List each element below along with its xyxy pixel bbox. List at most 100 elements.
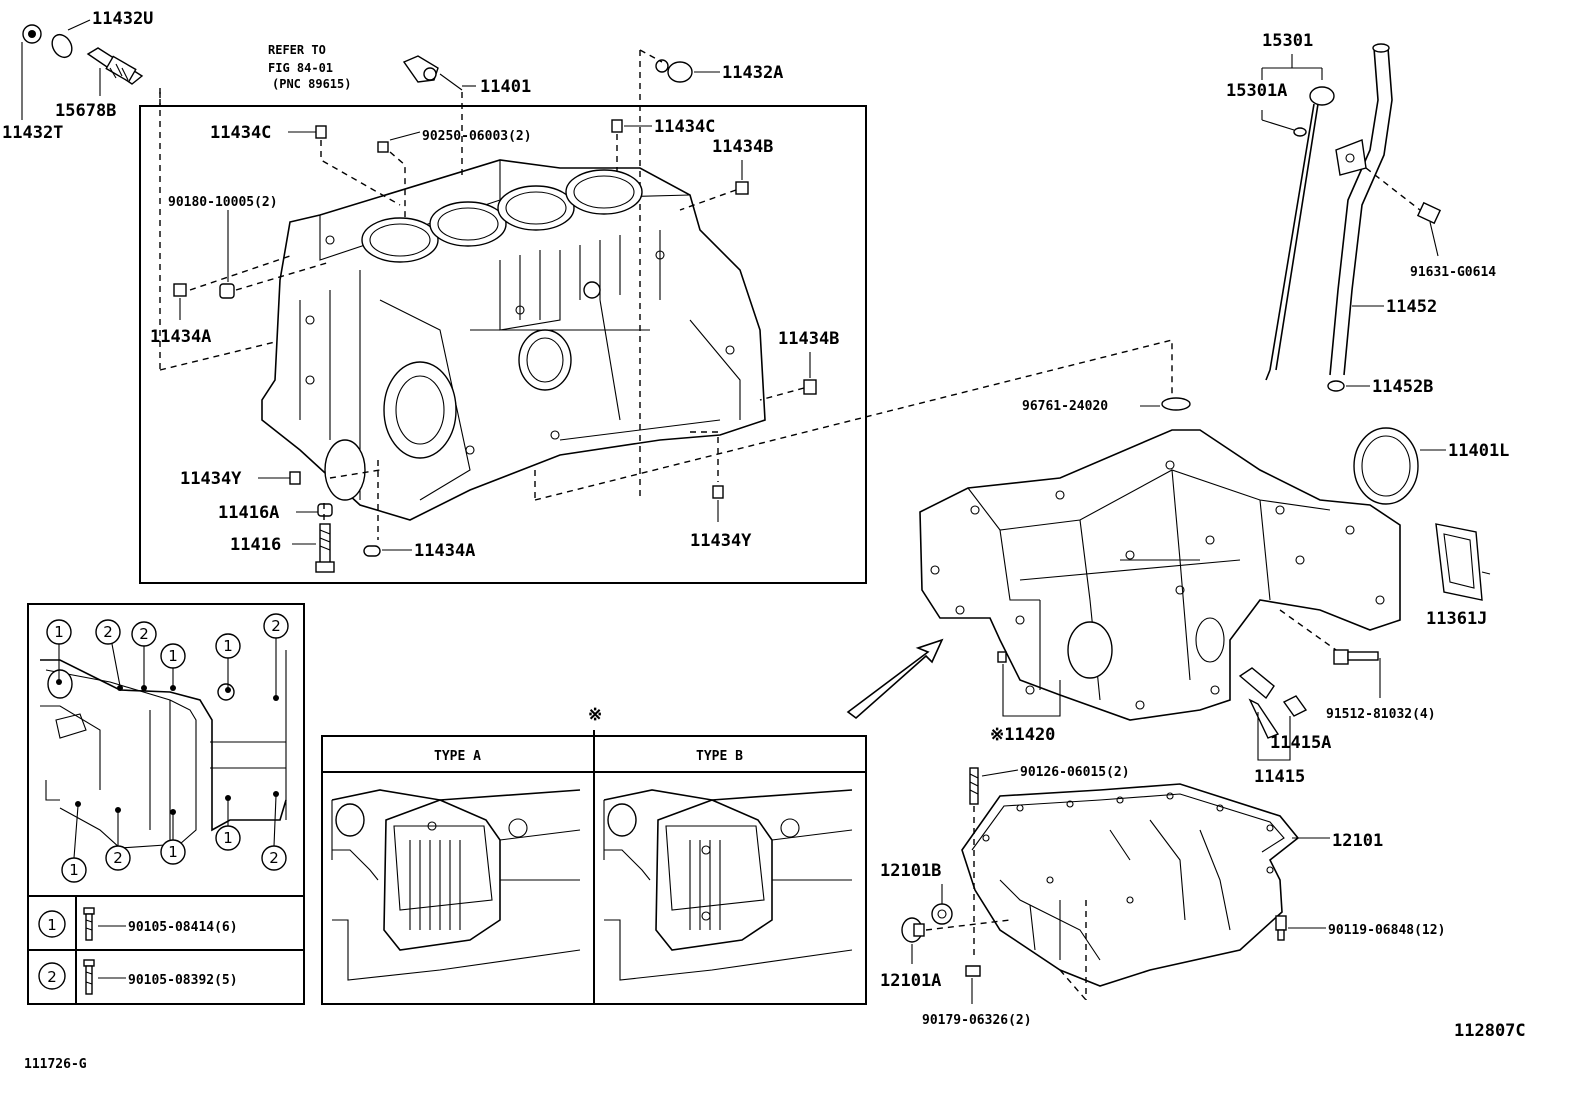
label-90119[interactable]: 90119-06848(12)	[1328, 923, 1445, 938]
bolt2-callout-icon	[38, 962, 66, 990]
bolt2-number: 2	[47, 968, 57, 986]
label-15678B[interactable]: 15678B	[55, 101, 116, 121]
label-90250[interactable]: 90250-06003(2)	[422, 129, 532, 144]
part-11432U-11432T[interactable]	[21, 19, 91, 120]
svg-text:2: 2	[271, 617, 281, 635]
svg-text:1: 1	[69, 861, 79, 879]
label-12101A[interactable]: 12101A	[880, 971, 941, 991]
label-11434Y-right[interactable]: 11434Y	[690, 531, 752, 551]
part-knock-sensor[interactable]	[402, 55, 463, 91]
refer-line-3: (PNC 89615)	[272, 77, 351, 91]
bolt-layout-inset	[27, 603, 305, 1005]
label-96761[interactable]: 96761-24020	[1022, 399, 1108, 414]
svg-text:1: 1	[223, 829, 233, 847]
label-11434B-top[interactable]: 11434B	[712, 137, 773, 157]
label-11401L[interactable]: 11401L	[1448, 441, 1509, 461]
label-12101[interactable]: 12101	[1332, 831, 1383, 851]
part-oil-pan-upper-11420[interactable]	[919, 429, 1401, 721]
label-11434C-right[interactable]: 11434C	[654, 117, 715, 137]
svg-text:1: 1	[168, 647, 178, 665]
type-a-illustration[interactable]	[331, 789, 581, 981]
label-11361J[interactable]: 11361J	[1426, 609, 1487, 629]
oring-96761[interactable]	[1161, 397, 1191, 411]
bolt1-part-number[interactable]: 90105-08414(6)	[128, 920, 238, 935]
footer-right-code: 112807C	[1454, 1021, 1526, 1041]
pin-11434C-right[interactable]	[611, 119, 623, 133]
label-90179[interactable]: 90179-06326(2)	[922, 1013, 1032, 1028]
label-11432U[interactable]: 11432U	[92, 9, 153, 29]
type-b-label: TYPE B	[696, 749, 743, 764]
nut-90179[interactable]	[965, 965, 981, 977]
pin-11434B-right[interactable]	[803, 379, 817, 395]
bolt1-callout-icon	[38, 910, 66, 938]
part-dipstick-guide-11452[interactable]	[1329, 43, 1393, 376]
part-cover-11361J[interactable]	[1435, 523, 1491, 601]
label-11420[interactable]: ※11420	[990, 725, 1055, 745]
bolt-callouts: 1 2 2 1 1 2 1 2 1 1 2	[46, 613, 289, 883]
pin-11434C-left[interactable]	[315, 125, 327, 139]
label-90126[interactable]: 90126-06015(2)	[1020, 765, 1130, 780]
bolt-91631[interactable]	[1416, 201, 1442, 257]
label-11415[interactable]: 11415	[1254, 767, 1305, 787]
pin-11434A-left[interactable]	[173, 283, 187, 297]
pin-11434Y-left[interactable]	[289, 471, 301, 485]
pin-90250[interactable]	[377, 141, 389, 153]
label-11434Y-left[interactable]: 11434Y	[180, 469, 242, 489]
bolt2-icon	[83, 959, 95, 995]
washer-11416A[interactable]	[317, 503, 333, 517]
refer-line-1: REFER TO	[268, 43, 326, 57]
svg-text:2: 2	[113, 849, 123, 867]
bolt-90119[interactable]	[1275, 915, 1287, 941]
plug-12101A[interactable]	[901, 917, 925, 943]
label-11452[interactable]: 11452	[1386, 297, 1437, 317]
refer-line-2[interactable]: FIG 84-01	[268, 61, 333, 75]
label-12101B[interactable]: 12101B	[880, 861, 941, 881]
pin-11434A-bottom[interactable]	[363, 545, 381, 557]
bolt1-icon	[83, 907, 95, 941]
label-11415A[interactable]: 11415A	[1270, 733, 1331, 753]
bolt2-part-number[interactable]: 90105-08392(5)	[128, 973, 238, 988]
label-11401[interactable]: 11401	[480, 77, 531, 97]
oring-11452B[interactable]	[1327, 380, 1345, 392]
pin-11434B-top[interactable]	[735, 181, 749, 195]
label-11432T[interactable]: 11432T	[2, 123, 63, 143]
type-b-illustration[interactable]	[603, 789, 853, 981]
label-11416A[interactable]: 11416A	[218, 503, 279, 523]
gasket-12101B[interactable]	[931, 903, 953, 925]
label-90180[interactable]: 90180-10005(2)	[168, 195, 278, 210]
part-11432A-plug[interactable]	[655, 59, 720, 83]
label-11416[interactable]: 11416	[230, 535, 281, 555]
svg-text:2: 2	[103, 623, 113, 641]
label-91512[interactable]: 91512-81032(4)	[1326, 707, 1436, 722]
part-rear-oil-seal-11401L[interactable]	[1353, 427, 1419, 505]
label-11432A[interactable]: 11432A	[722, 63, 783, 83]
svg-text:2: 2	[139, 625, 149, 643]
svg-text:1: 1	[54, 623, 64, 641]
engine-block-illustration[interactable]	[261, 159, 766, 521]
part-dipstick-15301[interactable]	[1261, 86, 1335, 381]
label-11452B[interactable]: 11452B	[1372, 377, 1433, 397]
svg-text:1: 1	[223, 637, 233, 655]
cylinder-block-frame	[139, 105, 867, 584]
part-oil-filter-union-11415[interactable]	[1238, 667, 1308, 739]
bolt1-number: 1	[47, 916, 57, 934]
label-11434A-bottom[interactable]: 11434A	[414, 541, 475, 561]
label-91631[interactable]: 91631-G0614	[1410, 265, 1496, 280]
reference-mark: ※	[588, 705, 602, 725]
pin-11420[interactable]	[997, 651, 1007, 663]
type-a-label: TYPE A	[434, 749, 481, 764]
part-oil-pan-12101[interactable]	[961, 783, 1300, 987]
label-15301[interactable]: 15301	[1262, 31, 1313, 51]
label-15301A[interactable]: 15301A	[1226, 81, 1287, 101]
bolt-11416[interactable]	[315, 523, 335, 573]
part-15678B-sensor[interactable]	[86, 47, 144, 96]
pin-11434Y-right[interactable]	[712, 485, 724, 499]
footer-left-code: 111726-G	[24, 1057, 87, 1072]
label-11434B-right[interactable]: 11434B	[778, 329, 839, 349]
pin-90180[interactable]	[219, 283, 235, 299]
stud-90126[interactable]	[969, 767, 979, 805]
bolt-91512[interactable]	[1333, 649, 1381, 698]
label-11434A-left[interactable]: 11434A	[150, 327, 211, 347]
label-11434C-left[interactable]: 11434C	[210, 123, 271, 143]
